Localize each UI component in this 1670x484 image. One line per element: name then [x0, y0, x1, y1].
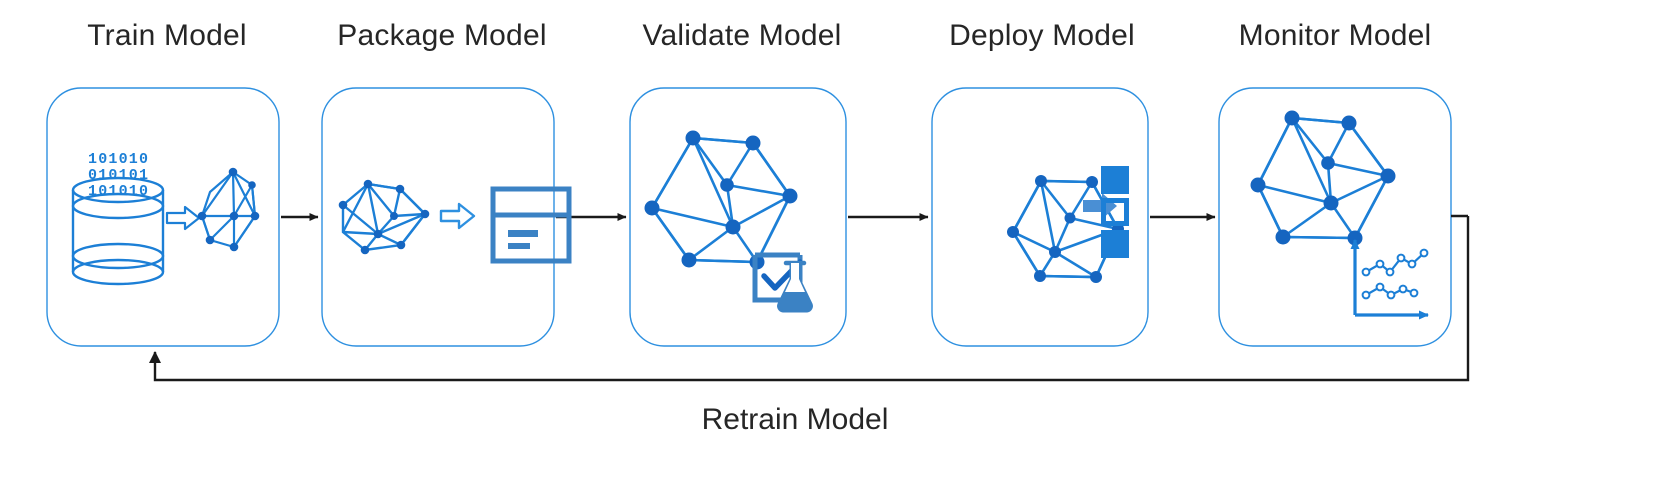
svg-text:101010: 101010 — [88, 151, 149, 168]
step-card-train-model[interactable] — [47, 88, 279, 346]
step-card-monitor-model[interactable] — [1219, 88, 1451, 346]
step-title-train-model: Train Model — [87, 19, 247, 52]
neural-network-graph-icon — [197, 167, 260, 252]
line-chart-icon — [1350, 239, 1429, 320]
flask-icon — [777, 260, 813, 313]
step-card-validate-model[interactable] — [630, 88, 846, 346]
step-title-validate-model: Validate Model — [642, 19, 842, 52]
hollow-arrow-icon — [439, 202, 476, 230]
stacked-squares-icon — [1101, 166, 1129, 258]
step-title-deploy-model: Deploy Model — [949, 19, 1135, 52]
step-card-package-model[interactable] — [322, 88, 554, 346]
package-box-icon — [490, 186, 572, 264]
step-card-deploy-model[interactable] — [932, 88, 1148, 346]
retrain-loop-label: Retrain Model — [701, 403, 889, 436]
hollow-arrow-icon — [165, 205, 201, 231]
database-cylinder-icon — [71, 176, 165, 286]
retrain-loop-path — [149, 214, 1470, 382]
neural-network-graph-icon — [338, 179, 430, 255]
step-title-monitor-model: Monitor Model — [1238, 19, 1432, 52]
step-title-package-model: Package Model — [337, 19, 547, 52]
